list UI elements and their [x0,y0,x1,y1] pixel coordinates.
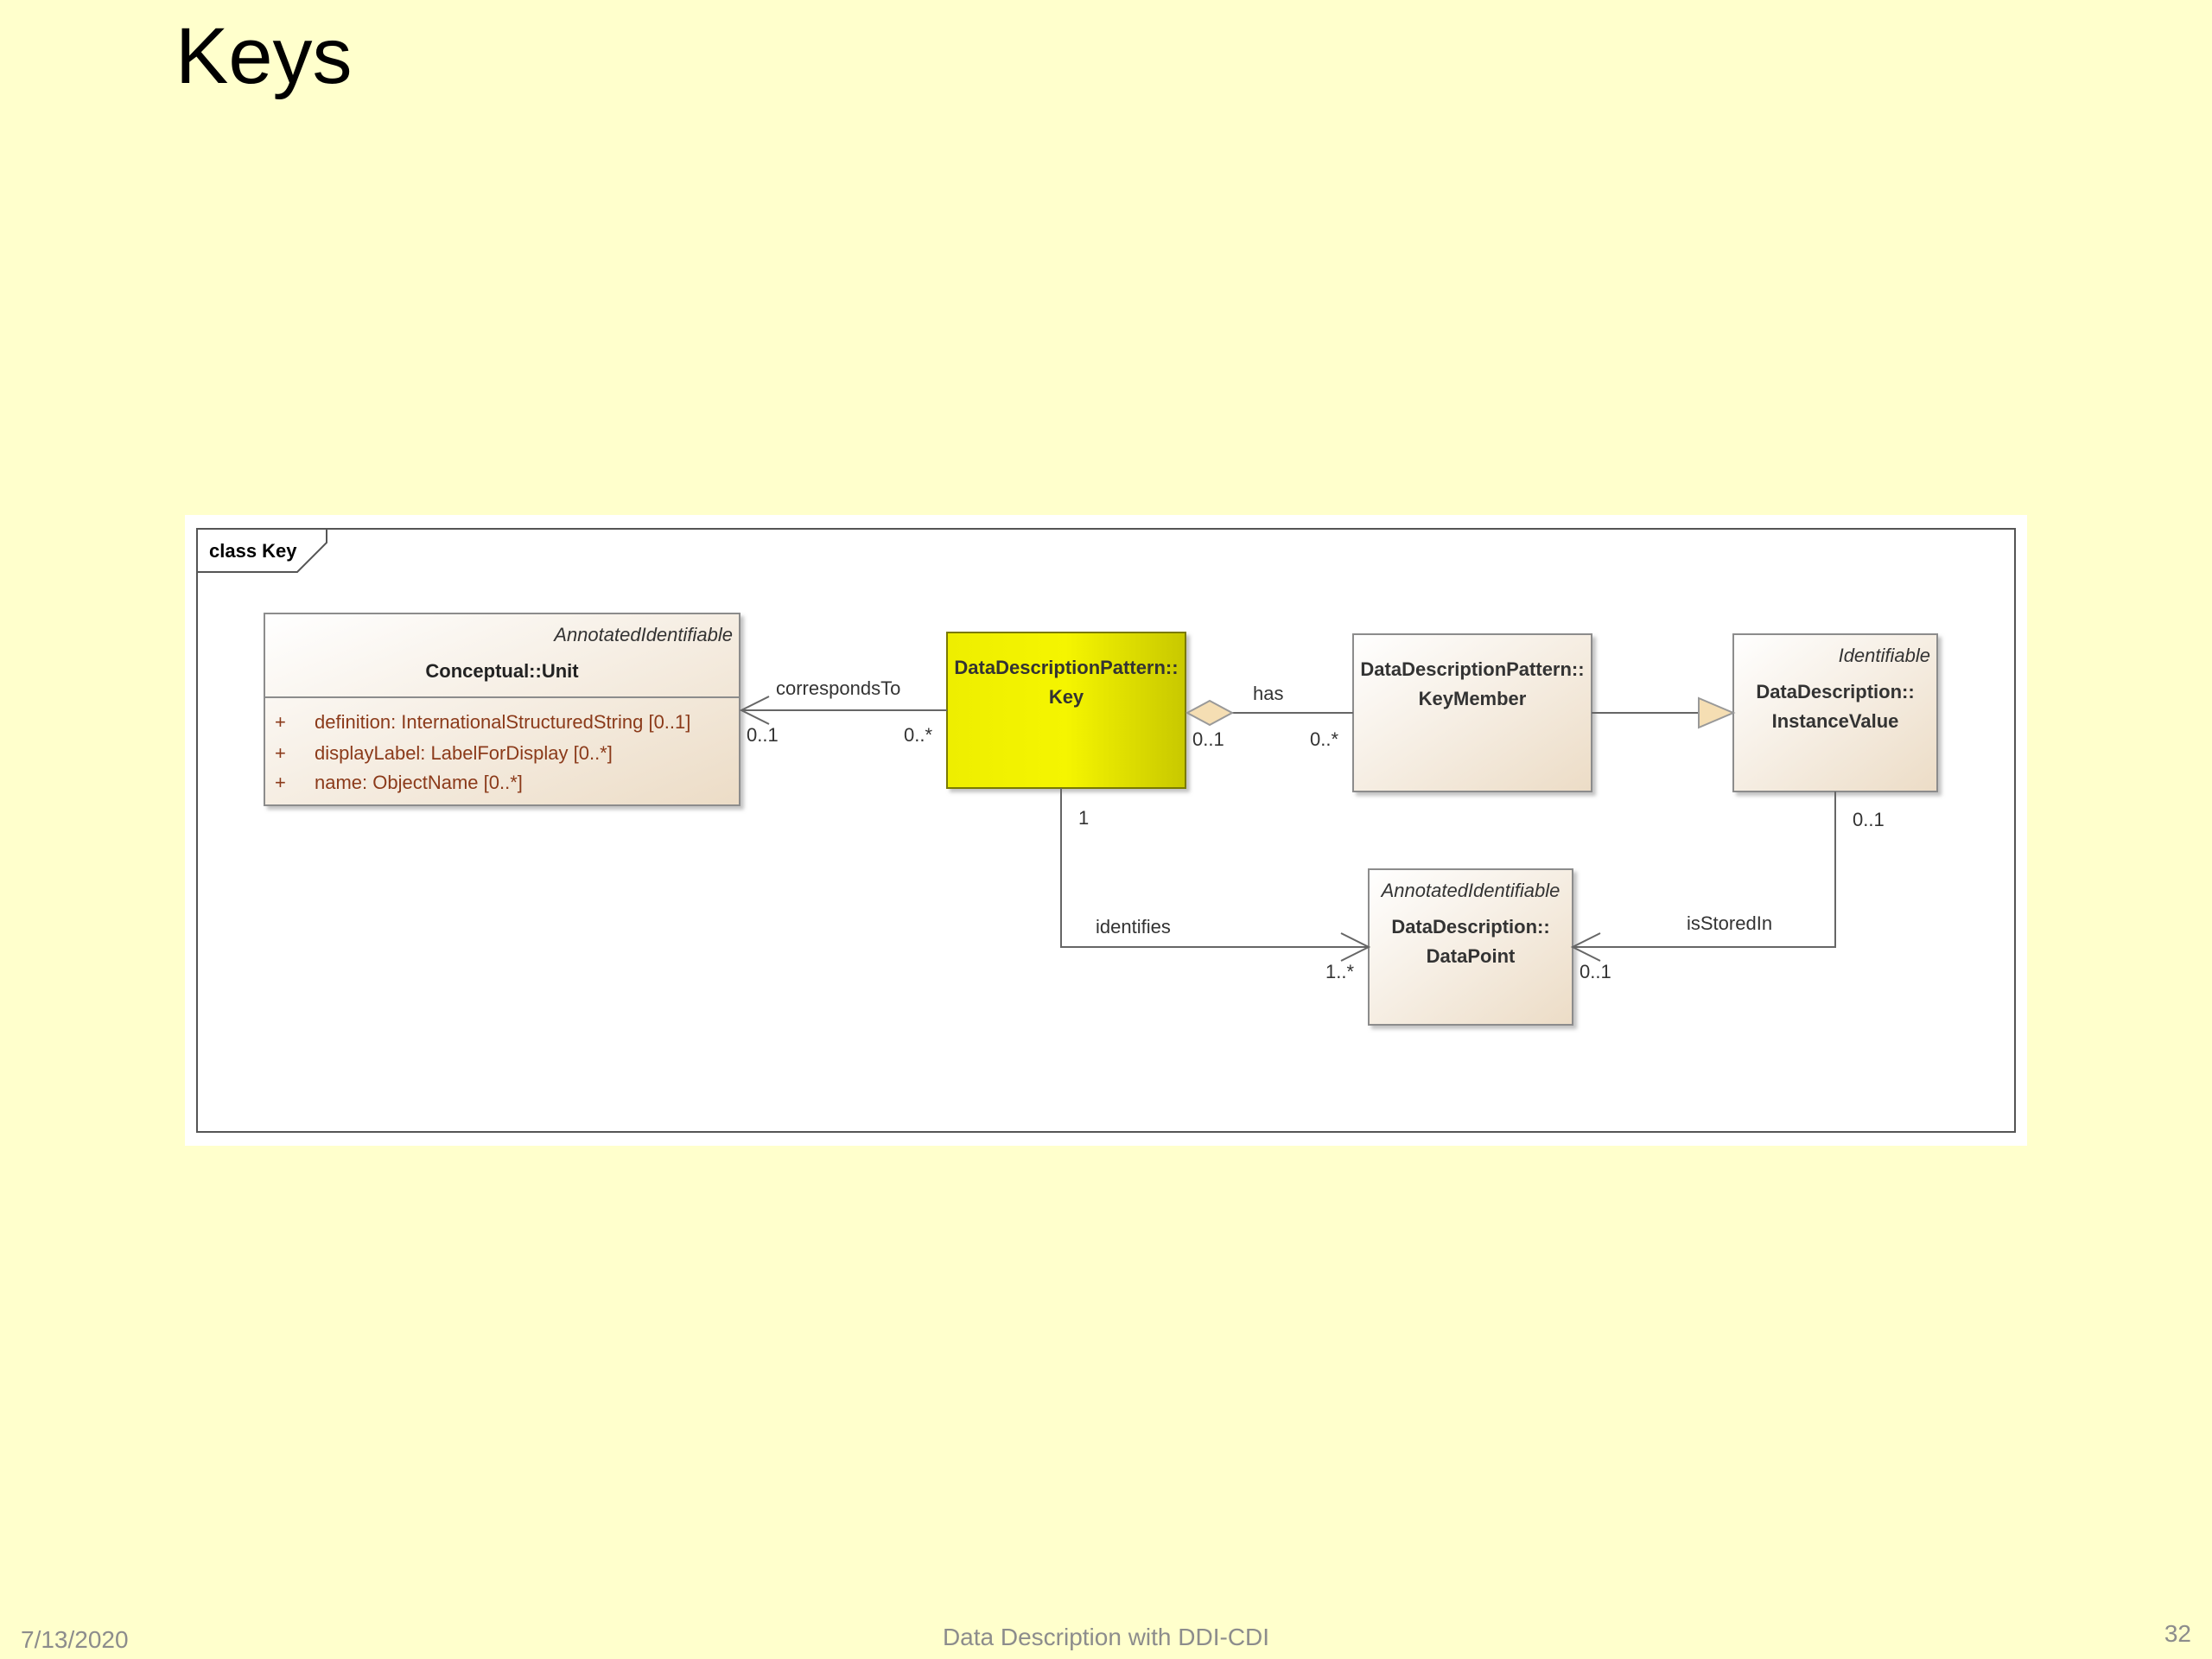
keymember-name-line1: DataDescriptionPattern:: [1360,658,1584,680]
corresponds-to-label: correspondsTo [776,677,900,699]
unit-attr-visibility: + [275,711,286,733]
is-stored-in-source-mult: 0..1 [1853,809,1885,830]
class-key[interactable]: DataDescriptionPattern:: Key [946,632,1186,789]
open-arrow-head [739,696,770,725]
association-identifies: identifies 1 1..* [1060,788,1371,982]
instancevalue-name-line2: InstanceValue [1772,710,1899,732]
uml-diagram: class Key AnnotatedIdentifiable Conceptu… [185,515,2027,1146]
key-name-line1: DataDescriptionPattern:: [954,657,1178,678]
frame-label: class Key [209,540,297,562]
instancevalue-stereotype: Identifiable [1839,645,1930,666]
footer-title: Data Description with DDI-CDI [942,1624,1270,1650]
datapoint-stereotype: AnnotatedIdentifiable [1380,880,1560,901]
is-stored-in-label: isStoredIn [1687,912,1772,934]
association-is-stored-in: isStoredIn 0..1 0..1 [1570,791,1885,982]
page-number: 32 [2164,1620,2191,1647]
unit-attr-displaylabel: displayLabel: LabelForDisplay [0..*] [315,742,613,764]
unit-attr-name: name: ObjectName [0..*] [315,772,523,793]
association-corresponds-to: correspondsTo 0..1 0..* [739,677,947,746]
unit-attr-visibility: + [275,742,286,764]
open-arrow-head [1570,932,1601,962]
instancevalue-name-line1: DataDescription:: [1756,681,1914,702]
has-source-mult: 0..1 [1192,728,1224,750]
aggregation-diamond [1185,699,1235,727]
datapoint-name-line1: DataDescription:: [1391,916,1549,938]
frame-label-tab [196,528,327,573]
class-conceptual-unit[interactable]: AnnotatedIdentifiable Conceptual::Unit +… [264,613,741,806]
has-target-mult: 0..* [1310,728,1338,750]
slide-title: Keys [175,12,353,100]
class-data-point[interactable]: AnnotatedIdentifiable DataDescription:: … [1368,868,1573,1026]
datapoint-name-line2: DataPoint [1427,945,1516,967]
identifies-source-mult: 1 [1078,807,1089,829]
generalization-triangle [1698,696,1736,729]
corresponds-to-source-mult: 0..* [904,724,932,746]
unit-name: Conceptual::Unit [425,660,579,682]
class-key-member[interactable]: DataDescriptionPattern:: KeyMember [1352,633,1592,792]
is-stored-in-target-mult: 0..1 [1580,961,1611,982]
generalization-keymember-instancevalue [1592,696,1736,729]
class-instance-value[interactable]: Identifiable DataDescription:: InstanceV… [1732,633,1938,792]
keymember-name-line2: KeyMember [1419,688,1527,709]
has-label: has [1253,683,1283,704]
identifies-label: identifies [1096,916,1171,938]
open-arrow-head [1340,932,1371,962]
unit-stereotype: AnnotatedIdentifiable [552,624,733,645]
unit-attr-visibility: + [275,772,286,793]
association-has: has 0..1 0..* [1185,683,1353,750]
identifies-target-mult: 1..* [1325,961,1354,982]
corresponds-to-target-mult: 0..1 [747,724,779,746]
unit-attr-definition: definition: InternationalStructuredStrin… [315,711,690,733]
key-name-line2: Key [1049,686,1084,708]
footer-date: 7/13/2020 [21,1626,129,1653]
